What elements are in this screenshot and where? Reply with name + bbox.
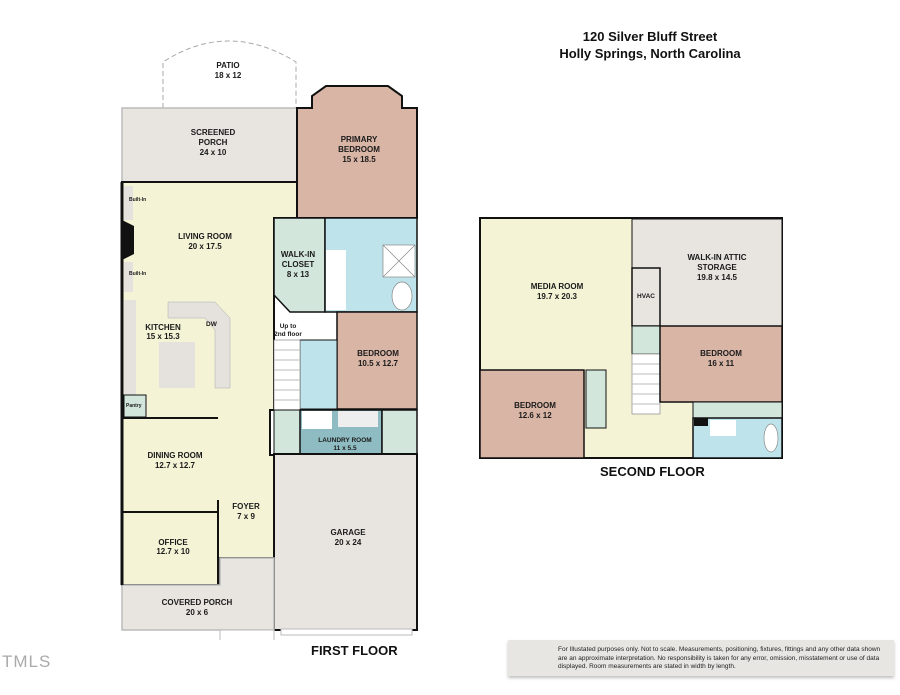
label-dining: DINING ROOM [147, 451, 202, 460]
size-dining: 12.7 x 12.7 [155, 461, 196, 470]
room-mudroom [273, 409, 301, 455]
size-covered-porch: 20 x 6 [186, 608, 209, 617]
mls-logo: TMLS [2, 652, 52, 671]
property-address: 120 Silver Bluff Street Holly Springs, N… [540, 28, 760, 62]
room-walk-in-closet [273, 217, 326, 313]
stairs-icon [273, 339, 301, 411]
label-closet-2: CLOSET [282, 260, 315, 269]
closet-right [692, 401, 783, 419]
size-primary-bedroom: 15 x 18.5 [342, 155, 376, 164]
kitchen-counter-left [124, 300, 136, 395]
label-bedroom-right: BEDROOM [700, 349, 742, 358]
size-garage: 20 x 24 [335, 538, 362, 547]
second-floor-plan: MEDIA ROOM 19.7 x 20.3 WALK-IN ATTIC STO… [479, 217, 783, 459]
disclaimer-box: For Illustated purposes only. Not to sca… [508, 640, 894, 676]
patio-outline [162, 40, 297, 108]
label-stairs-1: Up to [280, 323, 297, 330]
label-builtin-bottom: Built-In [129, 271, 146, 277]
room-closet-laundry [381, 409, 418, 455]
built-in-bottom [124, 262, 133, 292]
size-foyer: 7 x 9 [237, 512, 255, 521]
size-screened-porch: 24 x 10 [200, 148, 227, 157]
size-kitchen: 15 x 15.3 [146, 332, 180, 341]
label-stairs-2: 2nd floor [274, 331, 302, 338]
size-media-room: 19.7 x 20.3 [537, 292, 578, 301]
room-screened-porch [121, 107, 298, 183]
label-screened-porch-2: PORCH [199, 138, 228, 147]
size-bedroom-first: 10.5 x 12.7 [358, 359, 399, 368]
label-media-room: MEDIA ROOM [531, 282, 584, 291]
label-pantry: Pantry [126, 403, 142, 409]
tub-second-icon [763, 423, 779, 453]
first-floor-label: FIRST FLOOR [311, 643, 398, 658]
label-bedroom-left: BEDROOM [514, 401, 556, 410]
label-screened-porch-1: SCREENED [191, 128, 236, 137]
label-covered-porch: COVERED PORCH [162, 598, 233, 607]
room-garage [273, 453, 418, 631]
size-closet: 8 x 13 [287, 270, 310, 279]
label-laundry: LAUNDRY ROOM [318, 437, 371, 444]
label-office: OFFICE [158, 538, 188, 547]
size-bedroom-left: 12.6 x 12 [518, 411, 552, 420]
room-covered-porch [121, 557, 275, 631]
room-bedroom-left [479, 369, 585, 459]
kitchen-island [159, 342, 195, 388]
label-attic-1: WALK-IN ATTIC [687, 253, 746, 262]
room-hvac [631, 267, 661, 327]
label-builtin-top: Built-In [129, 197, 146, 203]
size-patio: 18 x 12 [215, 71, 242, 80]
closet-left [585, 369, 607, 429]
hall-closet [631, 325, 661, 355]
size-attic: 19.8 x 14.5 [697, 273, 738, 282]
size-office: 12.7 x 10 [156, 547, 190, 556]
label-primary-bedroom-2: BEDROOM [338, 145, 380, 154]
room-bedroom-right [659, 325, 783, 403]
label-garage: GARAGE [330, 528, 366, 537]
address-street: 120 Silver Bluff Street [582, 29, 718, 44]
label-bedroom-first: BEDROOM [357, 349, 399, 358]
disclaimer-text: For Illustated purposes only. Not to sca… [558, 646, 881, 670]
label-primary-bedroom-1: PRIMARY [341, 135, 378, 144]
second-floor-label: SECOND FLOOR [600, 464, 705, 479]
label-kitchen: KITCHEN [145, 323, 181, 332]
kitchen-counter-l [167, 301, 231, 389]
address-city: Holly Springs, North Carolina [559, 46, 741, 61]
label-hvac: HVAC [637, 293, 655, 300]
built-in-top [124, 186, 133, 220]
fireplace-icon [122, 220, 134, 260]
room-hall-bath [299, 339, 338, 410]
bath-vanity [326, 250, 346, 310]
label-closet-1: WALK-IN [281, 250, 315, 259]
size-bedroom-right: 16 x 11 [708, 359, 735, 368]
label-foyer: FOYER [232, 502, 260, 511]
size-living-room: 20 x 17.5 [188, 242, 222, 251]
size-laundry: 11 x 5.5 [333, 445, 357, 452]
label-patio: PATIO [216, 61, 239, 70]
stairs-second-icon [631, 353, 661, 415]
label-dw: DW [206, 321, 218, 328]
label-attic-2: STORAGE [697, 263, 737, 272]
room-bedroom-first [336, 311, 418, 410]
bathtub-icon [391, 281, 413, 311]
label-living-room: LIVING ROOM [178, 232, 232, 241]
first-floor-plan: PATIO 18 x 12 SCREENED PORCH 24 x 10 PRI… [120, 40, 418, 640]
